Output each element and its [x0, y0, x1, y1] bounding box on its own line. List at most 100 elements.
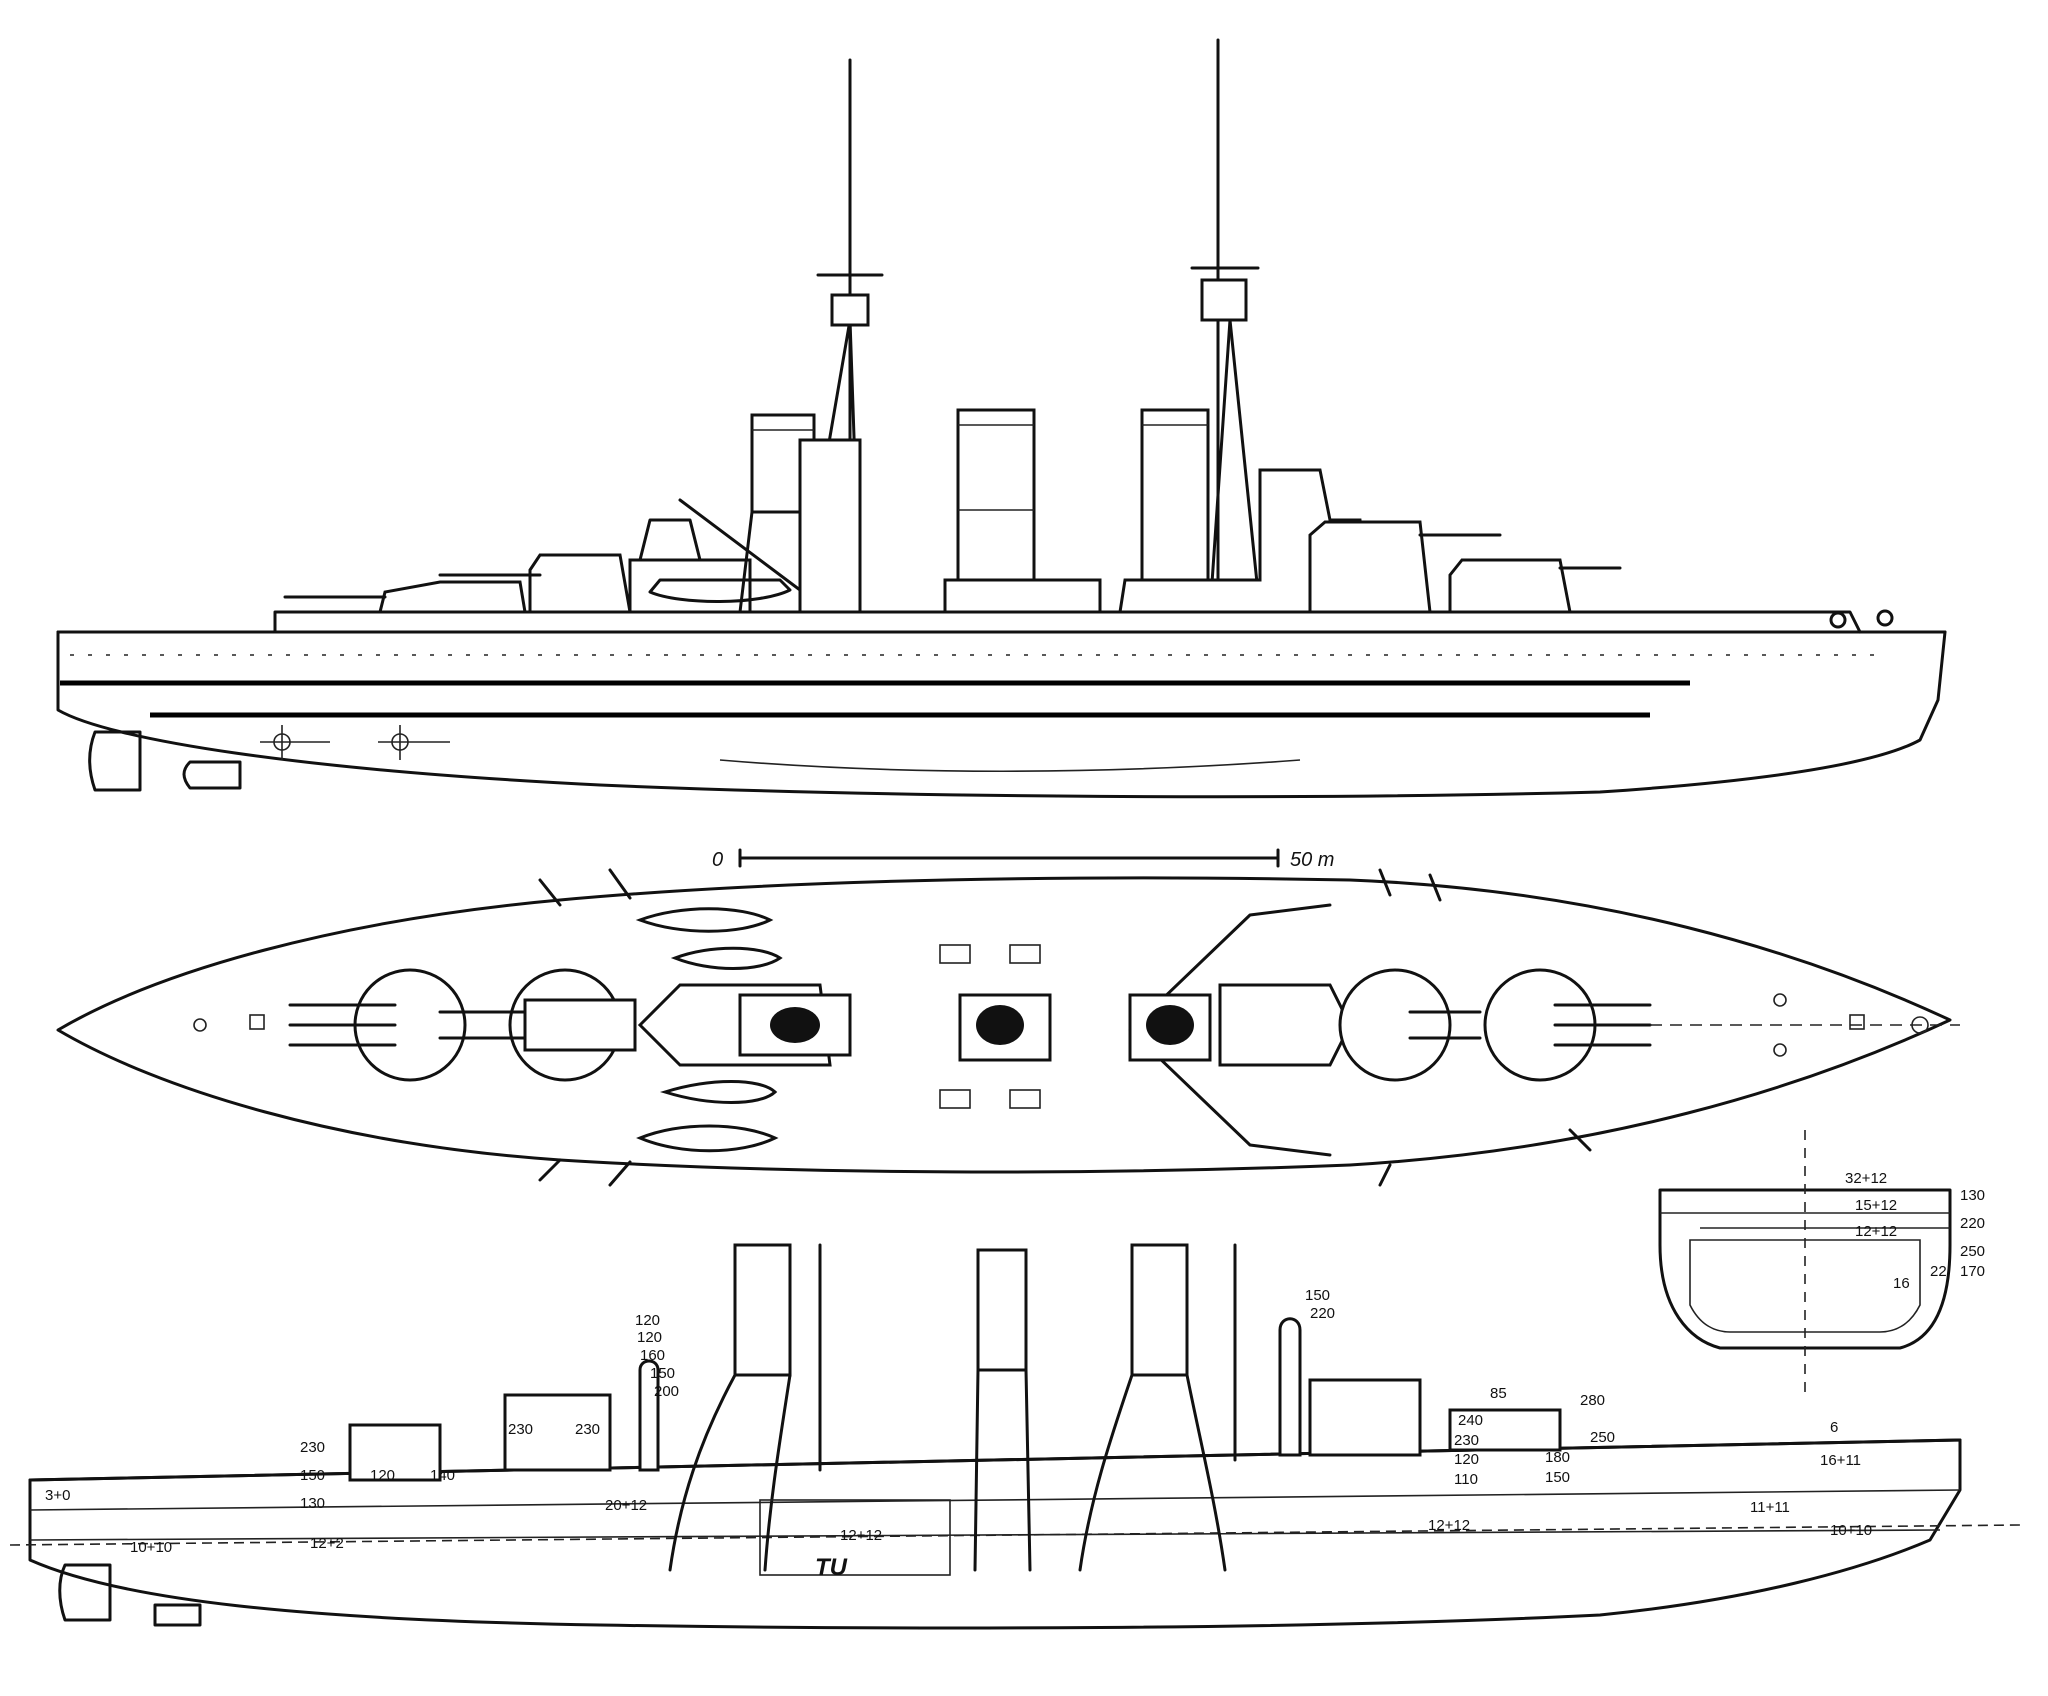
plan-funnel-3-top [1146, 1005, 1194, 1045]
profile-skeg [153, 1603, 202, 1627]
profile-rudder [58, 1563, 112, 1622]
label-p3: 3+0 [45, 1487, 70, 1504]
plan-view [56, 868, 1960, 1187]
label-p230d: 230 [1454, 1432, 1479, 1449]
elevation-bilge-keel [719, 759, 1301, 773]
label-p150c: 150 [1305, 1287, 1330, 1304]
elevation-rudder [88, 730, 142, 792]
label-p230a: 230 [508, 1421, 533, 1438]
plan-boats [635, 907, 783, 1153]
label-p12x12: 12+12 [840, 1527, 882, 1544]
profile-funnel-1 [733, 1243, 792, 1377]
label-p240: 240 [1458, 1412, 1483, 1429]
elevation-foretop [830, 293, 870, 327]
plan-booms [538, 868, 1592, 1187]
plan-deck-outline [56, 876, 1952, 1174]
scale-start-label: 0 [712, 849, 723, 871]
profile-lower-deck [29, 1529, 1941, 1541]
label-p120b: 120 [637, 1329, 662, 1346]
plan-deck-fittings [193, 993, 1929, 1057]
label-p120d: 120 [1454, 1451, 1479, 1468]
profile-uptake-1 [668, 1373, 792, 1572]
elevation-turret-fwd-high [1308, 520, 1432, 614]
profile-barbette-x [348, 1423, 442, 1482]
label-p150: 150 [650, 1365, 675, 1382]
label-p85: 85 [1490, 1385, 1507, 1402]
elevation-crane [678, 498, 802, 592]
elevation-mainmast-leg2 [1228, 318, 1262, 614]
label-p12x12b: 12+12 [1428, 1517, 1470, 1534]
label-p200: 200 [654, 1383, 679, 1400]
label-s170: 170 [1960, 1263, 1985, 1280]
profile-hull [28, 1438, 1962, 1630]
label-p110: 110 [1454, 1471, 1478, 1488]
elevation-propeller-aft [260, 725, 330, 760]
label-p11: 11+11 [1750, 1499, 1790, 1516]
elevation-turret-fwd-low [1448, 558, 1572, 614]
profile-conning-tower [1278, 1317, 1302, 1457]
scale-bar: 0 50 m [712, 848, 1334, 871]
label-p150b: 150 [300, 1467, 325, 1484]
label-tu: TU [815, 1554, 848, 1581]
label-p10b: 10+10 [1830, 1522, 1872, 1539]
label-p230c: 230 [300, 1439, 325, 1456]
elevation-propeller-fwd [378, 725, 450, 760]
elevation-forecastle [273, 610, 1862, 634]
label-s15: 15+12 [1855, 1197, 1897, 1214]
elevation-funnel-3 [1140, 408, 1210, 582]
elevation-boats [648, 578, 792, 603]
label-p120c: 120 [370, 1467, 395, 1484]
elevation-turret-aft-high [528, 553, 632, 614]
plan-funnel-1-top [770, 1007, 820, 1043]
plan-turret-y [438, 968, 637, 1082]
elevation-mainmast-leg [1208, 318, 1232, 614]
elevation-skeg [182, 760, 242, 790]
elevation-turret-aft-low [378, 580, 527, 614]
label-p280: 280 [1580, 1392, 1605, 1409]
scale-end-label: 50 m [1290, 849, 1334, 871]
side-elevation [56, 38, 1947, 799]
midship-section: 32+12 130 15+12 220 12+12 250 170 16 22 [1658, 1130, 1985, 1400]
label-s220: 220 [1960, 1215, 1985, 1232]
label-p10: 10+10 [130, 1539, 172, 1556]
elevation-maintop [1200, 278, 1248, 322]
label-p12x2: 12+2 [310, 1535, 344, 1552]
plan-forecastle-break [1128, 903, 1332, 1157]
label-s32: 32+12 [1845, 1170, 1887, 1187]
profile-main-deck [29, 1489, 1961, 1511]
elevation-fore-bridge [798, 438, 862, 614]
profile-aft-conning-tower [638, 1359, 660, 1472]
elevation-aft-bridge [638, 518, 702, 562]
label-p250: 250 [1590, 1429, 1615, 1446]
label-s22: 22 [1930, 1263, 1947, 1280]
label-s130: 130 [1960, 1187, 1985, 1204]
profile-funnel-2 [976, 1248, 1028, 1372]
inboard-profile: 120 120 160 150 200 230 230 230 120 140 … [9, 1243, 2021, 1630]
profile-barbette-b [1308, 1378, 1422, 1457]
label-p120a: 120 [635, 1312, 660, 1329]
profile-barbette-y [503, 1393, 612, 1472]
plan-funnel-2-top [976, 1005, 1024, 1045]
label-s16: 16 [1893, 1275, 1910, 1292]
elevation-hull [56, 630, 1947, 799]
elevation-hawse-2 [1876, 609, 1894, 627]
label-p230b: 230 [575, 1421, 600, 1438]
plan-turret-x [288, 968, 467, 1082]
label-p180: 180 [1545, 1449, 1570, 1466]
label-p160: 160 [640, 1347, 665, 1364]
profile-barbette-a [1448, 1408, 1562, 1452]
plan-fwd-superstructure [1218, 983, 1352, 1067]
profile-uptake-2 [973, 1368, 1032, 1572]
section-inner-hull [1689, 1239, 1921, 1333]
label-p16: 16+11 [1820, 1452, 1861, 1469]
label-s12: 12+12 [1855, 1223, 1897, 1240]
plan-turret-b [1338, 968, 1482, 1082]
label-p220: 220 [1310, 1305, 1335, 1322]
plan-skylights [939, 944, 1041, 1109]
section-outline [1658, 1188, 1952, 1350]
elevation-funnel-2 [956, 408, 1036, 582]
label-s250: 250 [1960, 1243, 1985, 1260]
label-p140: 140 [430, 1467, 455, 1484]
label-p130: 130 [300, 1495, 325, 1512]
